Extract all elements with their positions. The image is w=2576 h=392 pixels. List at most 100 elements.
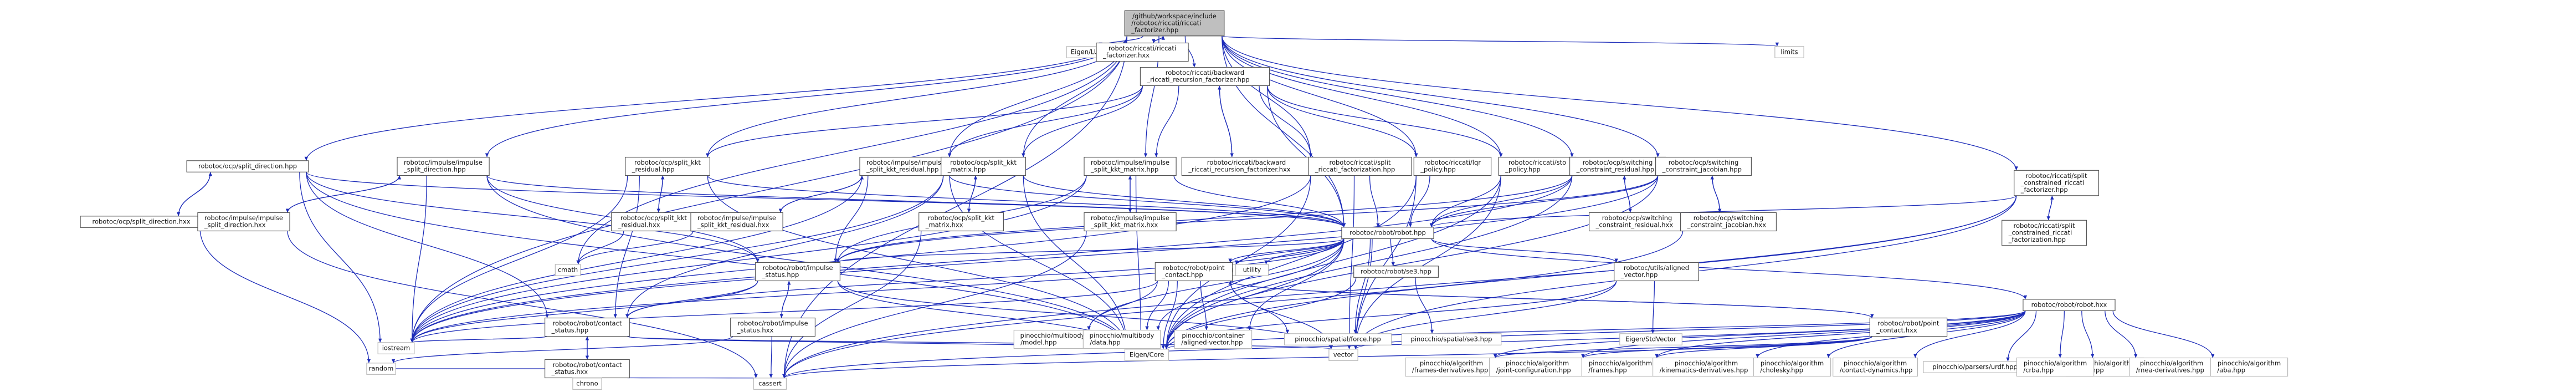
graph-node-3[interactable]: robotoc/riccati/riccati_factorizer.hxx: [1096, 42, 1189, 62]
graph-node-13[interactable]: robotoc/riccati/backward_riccati_recursi…: [1181, 156, 1312, 176]
graph-node-59: pinocchio/algorithm/rnea-derivatives.hpp: [2129, 357, 2214, 377]
graph-node-46[interactable]: robotoc/robot/contact_status.hxx: [544, 359, 630, 379]
node-label-line: robotoc/ocp/split_direction.hxx: [92, 217, 190, 225]
graph-node-12[interactable]: robotoc/impulse/impulse_split_kkt_matrix…: [1084, 156, 1177, 176]
graph-node-35[interactable]: robotoc/utils/aligned_vector.hpp: [1614, 262, 1699, 282]
node-label-line: /cholesky.hpp: [1760, 366, 1803, 374]
graph-node-33[interactable]: robotoc/robot/point_contact.hpp: [1154, 262, 1233, 282]
node-label-line: _constrained_riccati: [2008, 228, 2072, 236]
graph-node-36[interactable]: robotoc/robot/contact_status.hpp: [544, 317, 630, 337]
graph-node-22[interactable]: robotoc/ocp/split_kkt_matrix.hxx: [918, 212, 1004, 232]
edge-arrowhead: [1870, 314, 1874, 318]
node-label-line: /model.hpp: [1020, 339, 1056, 347]
node-label-line: pinocchio/multibody: [1090, 332, 1154, 339]
node-label-line: pinocchio/algorithm: [2140, 359, 2203, 367]
graph-node-6[interactable]: robotoc/riccati/split_constrained_riccat…: [2014, 170, 2099, 196]
graph-node-26[interactable]: robotoc/ocp/switching_constraint_jacobia…: [1680, 212, 1777, 232]
graph-node-23[interactable]: robotoc/impulse/impulse_split_kkt_matrix…: [1084, 212, 1177, 232]
edge-arrowhead: [2050, 195, 2054, 200]
edge-64-to-63: [287, 231, 757, 378]
graph-node-20[interactable]: robotoc/ocp/split_kkt_residual.hxx: [611, 212, 696, 232]
edge-1-to-17: [1222, 35, 1573, 157]
graph-node-27[interactable]: robotoc/riccati/split_constrained_riccat…: [2002, 220, 2087, 246]
node-label-line: _constraint_residual.hpp: [1576, 166, 1655, 174]
edge-17-to-47: [412, 175, 1573, 343]
graph-node-21[interactable]: robotoc/impulse/impulse_split_kkt_residu…: [690, 212, 783, 232]
graph-node-37[interactable]: robotoc/robot/impulse_status.hxx: [730, 317, 815, 337]
edge-7-to-36: [306, 172, 548, 318]
graph-node-10[interactable]: robotoc/impulse/impulse_split_kkt_residu…: [859, 156, 952, 176]
node-label-line: robotoc/ocp/split_kkt: [928, 214, 994, 222]
node-label-line: robotoc/riccati/lqr: [1424, 159, 1481, 166]
graph-node-29[interactable]: robotoc/robot/impulse_status.hpp: [755, 262, 840, 282]
graph-node-9[interactable]: robotoc/ocp/split_kkt_residual.hpp: [625, 156, 710, 176]
node-box: [1774, 46, 1804, 58]
node-label-line: robotoc/impulse/impulse: [404, 159, 483, 166]
graph-node-7[interactable]: robotoc/ocp/split_direction.hpp: [186, 160, 309, 172]
graph-node-1[interactable]: /github/workspace/include/robotoc/riccat…: [1124, 10, 1225, 37]
graph-node-17[interactable]: robotoc/ocp/switching_constraint_residua…: [1569, 156, 1666, 176]
node-box: [755, 262, 840, 282]
node-box: [1084, 156, 1177, 176]
edge-1-to-4: [1184, 35, 1195, 68]
graph-node-44[interactable]: robotoc/robot/point_contact.hxx: [1869, 317, 1948, 337]
node-box: [544, 359, 630, 379]
edge-arrowhead: [1656, 153, 1660, 157]
graph-node-14[interactable]: robotoc/riccati/split_riccati_factorizat…: [1308, 156, 1412, 176]
edge-45-to-57: [2081, 310, 2093, 358]
graph-node-19[interactable]: robotoc/ocp/split_direction.hxx: [80, 216, 203, 228]
graph-node-25[interactable]: robotoc/ocp/switching_constraint_residua…: [1589, 212, 1686, 232]
edge-arrowhead: [1376, 223, 1380, 227]
node-label-line: _contact.hxx: [1876, 327, 1917, 334]
node-box: [1308, 156, 1412, 176]
node-label-line: chrono: [576, 379, 598, 387]
edge-arrowhead: [1156, 326, 1160, 330]
edge-6-to-24: [1431, 195, 2017, 228]
edge-arrowhead: [834, 258, 838, 263]
edge-15-to-48: [1166, 175, 1417, 349]
edge-arrowhead: [2058, 354, 2062, 358]
edge-16-to-24: [1431, 175, 1501, 227]
node-label-line: pinocchio/algorithm: [1761, 359, 1824, 367]
edge-37-to-29: [781, 281, 789, 318]
node-label-line: robotoc/ocp/split_kkt: [620, 214, 687, 222]
node-label-line: /robotoc/riccati/riccati: [1131, 19, 1201, 27]
edge-arrowhead: [208, 172, 212, 176]
graph-node-49: vector: [1328, 349, 1358, 361]
edge-33-to-40: [1200, 281, 1207, 330]
graph-node-24[interactable]: robotoc/robot/robot.hpp: [1341, 227, 1434, 239]
edge-33-to-47: [412, 281, 1158, 343]
graph-node-41: pinocchio/spatial/force.hpp: [1284, 333, 1392, 345]
graph-node-18[interactable]: robotoc/ocp/switching_constraint_jacobia…: [1655, 156, 1752, 176]
node-label-line: robotoc/ocp/split_direction.hpp: [198, 162, 297, 170]
graph-node-61: random: [366, 363, 396, 375]
graph-node-48: Eigen/Core: [1124, 349, 1169, 361]
graph-node-34[interactable]: robotoc/robot/se3.hpp: [1353, 266, 1439, 278]
edge-arrowhead: [2134, 354, 2138, 358]
graph-node-4[interactable]: robotoc/riccati/backward_riccati_recursi…: [1140, 67, 1270, 86]
edge-45-to-49: [1355, 310, 2026, 350]
edge-33-to-39: [1146, 281, 1169, 330]
node-label-line: robotoc/robot/robot.hxx: [2031, 301, 2107, 308]
edge-arrowhead: [1264, 260, 1268, 264]
graph-node-45[interactable]: robotoc/robot/robot.hxx: [2023, 299, 2116, 311]
graph-node-8[interactable]: robotoc/impulse/impulse_split_direction.…: [397, 156, 490, 176]
edge-21-to-30: [578, 231, 694, 264]
node-label-line: /joint-configuration.hpp: [1496, 366, 1571, 374]
graph-node-64[interactable]: robotoc/impulse/impulse_split_direction.…: [197, 212, 290, 232]
graph-node-15[interactable]: robotoc/riccati/lqr_policy.hpp: [1413, 156, 1492, 176]
node-box: [1328, 349, 1358, 361]
edge-16-to-49: [1355, 175, 1501, 349]
edge-1-to-9: [707, 35, 1127, 157]
graph-node-11[interactable]: robotoc/ocp/split_kkt_matrix.hpp: [941, 156, 1026, 176]
graph-node-16[interactable]: robotoc/riccati/sto_policy.hpp: [1498, 156, 1577, 176]
edge-19-to-7: [178, 172, 211, 216]
edge-13-to-4: [1219, 85, 1233, 157]
node-box: [625, 156, 710, 176]
edge-arrowhead: [947, 153, 952, 157]
edge-7-to-48: [306, 172, 1128, 349]
edge-arrowhead: [1228, 258, 1232, 263]
edge-44-to-33: [1230, 280, 1872, 319]
node-label-line: /kinematics-derivatives.hpp: [1660, 366, 1748, 374]
edge-4-to-14: [1259, 85, 1311, 157]
